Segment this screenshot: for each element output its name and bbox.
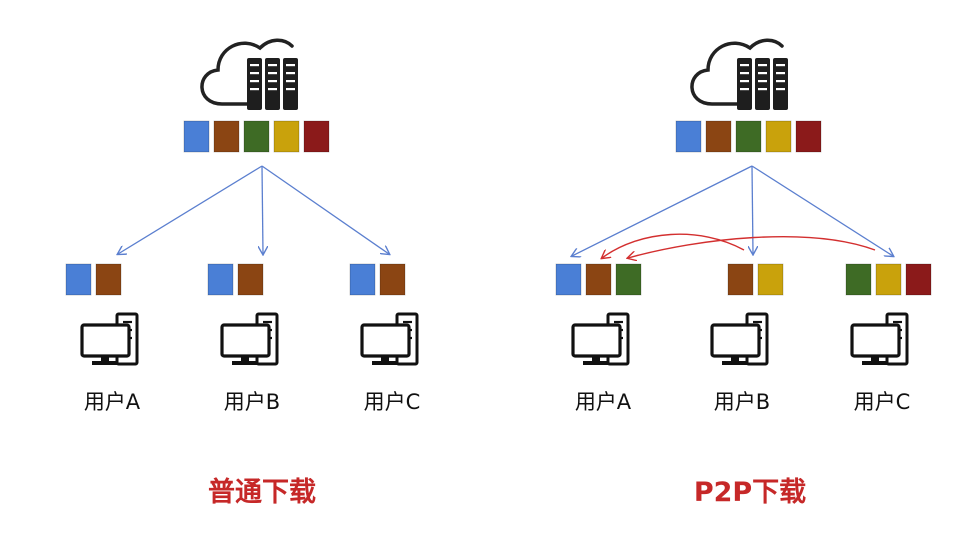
right-user-a-block-3 (615, 263, 642, 296)
right-server-block-2 (705, 120, 732, 153)
left-user-a-block-1 (65, 263, 92, 296)
right-user-c-block-2 (875, 263, 902, 296)
right-user-a-block-1 (555, 263, 582, 296)
right-user-c-block-3 (905, 263, 932, 296)
left-server-block-2 (213, 120, 240, 153)
left-user-b-desktop-computer-icon (220, 312, 279, 366)
right-server-block-5 (795, 120, 822, 153)
left-user-c-desktop-computer-icon (360, 312, 419, 366)
left-user-b-label: 用户B (223, 390, 281, 414)
right-user-b-block-1 (727, 263, 754, 296)
left-cloud-server-icon (200, 38, 298, 110)
left-user-c-block-1 (349, 263, 376, 296)
right-user-c-desktop-computer-icon (850, 312, 909, 366)
right-user-a-label: 用户A (574, 390, 632, 414)
left-user-a-desktop-computer-icon (80, 312, 139, 366)
left-user-b-block-2 (237, 263, 264, 296)
right-arrow-to-user-c (751, 165, 893, 256)
left-arrow-to-user-c (261, 165, 389, 254)
right-panel-title: P2P下载 (693, 477, 807, 508)
left-arrow-to-user-b (262, 165, 263, 254)
right-arrow-to-user-b (752, 165, 753, 254)
left-server-block-3 (243, 120, 270, 153)
p2p-arrow-c-to-a (628, 236, 876, 258)
right-user-b-block-2 (757, 263, 784, 296)
right-arrow-to-user-a (572, 165, 753, 256)
left-arrow-to-user-a (118, 165, 263, 254)
left-user-c-label: 用户C (363, 390, 421, 414)
left-user-a-label: 用户A (83, 390, 141, 414)
right-user-c-block-1 (845, 263, 872, 296)
right-user-a-desktop-computer-icon (571, 312, 630, 366)
left-user-b-block-1 (207, 263, 234, 296)
right-user-b-desktop-computer-icon (710, 312, 769, 366)
right-user-b-label: 用户B (713, 390, 771, 414)
left-panel-title: 普通下载 (208, 477, 316, 508)
right-server-block-1 (675, 120, 702, 153)
left-server-block-4 (273, 120, 300, 153)
right-user-a-block-2 (585, 263, 612, 296)
right-cloud-server-icon (690, 38, 788, 110)
right-server-block-4 (765, 120, 792, 153)
right-user-c-label: 用户C (853, 390, 911, 414)
p2p-arrow-b-to-a (602, 233, 745, 258)
right-server-block-3 (735, 120, 762, 153)
left-server-block-1 (183, 120, 210, 153)
left-server-block-5 (303, 120, 330, 153)
left-user-c-block-2 (379, 263, 406, 296)
left-user-a-block-2 (95, 263, 122, 296)
